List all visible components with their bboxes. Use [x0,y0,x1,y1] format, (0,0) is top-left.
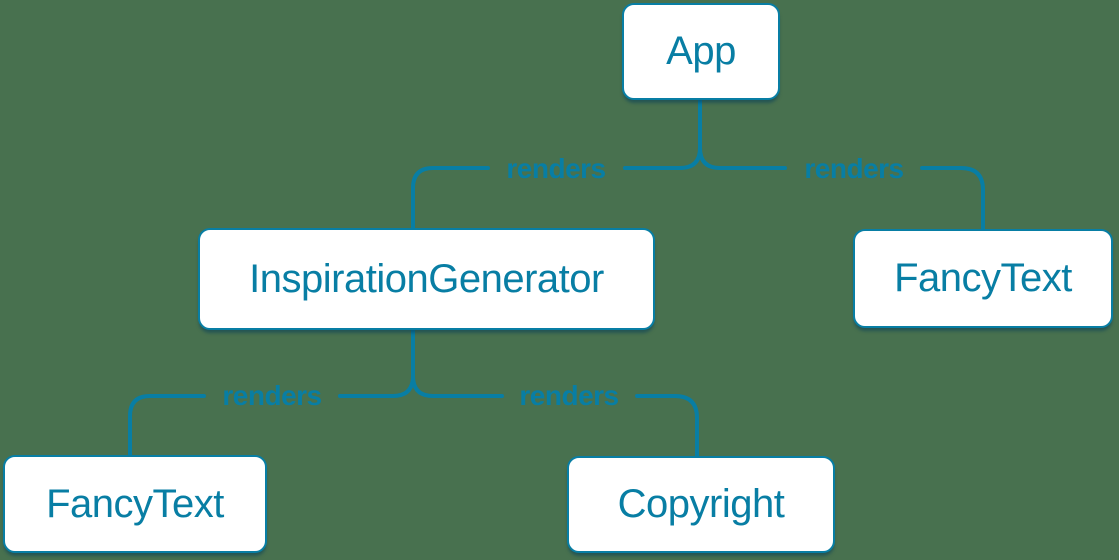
edge-label-app-inspiration-generator: renders [506,153,606,184]
node-copyright-label: Copyright [617,482,785,526]
edge-inspiration-generator-to-copyright [411,374,699,458]
node-app: App [622,3,780,100]
node-copyright: Copyright [567,456,835,553]
node-fancy-text-bottom-label: FancyText [46,481,224,526]
edge-label-app-fancy-text: renders [804,153,904,184]
edge-label-inspiration-generator-fancy-text: renders [222,380,322,411]
node-fancy-text-top-label: FancyText [894,256,1072,300]
edge-app-to-fancy-text [698,146,985,231]
node-inspiration-generator: InspirationGenerator [198,228,655,330]
node-fancy-text-top: FancyText [853,229,1113,328]
node-inspiration-generator-label: InspirationGenerator [249,256,604,301]
node-fancy-text-bottom: FancyText [3,455,267,553]
edge-label-inspiration-generator-copyright: renders [519,380,619,411]
node-app-label: App [666,29,736,73]
